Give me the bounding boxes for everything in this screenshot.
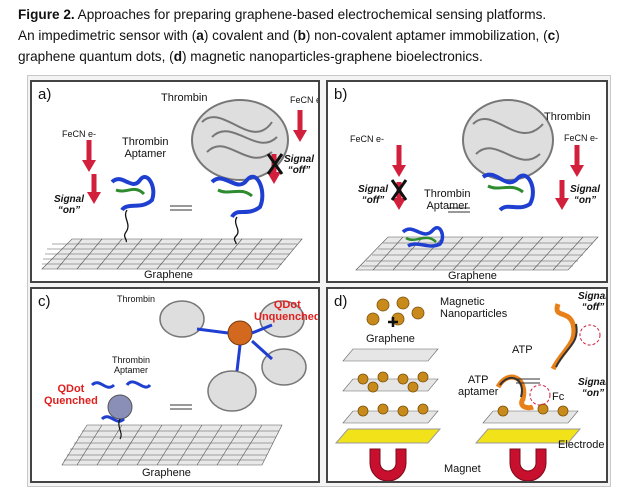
panel-label: a) (38, 86, 52, 103)
caption-line2: An impedimetric sensor with (a) covalent… (18, 28, 560, 43)
red-arrows (82, 110, 307, 204)
magnet-right (509, 448, 547, 481)
magnet-label: Magnet (444, 463, 481, 475)
thrombin-label: Thrombin (117, 294, 156, 304)
thrombin-label: Thrombin (161, 92, 208, 104)
panel-d-illustration (334, 296, 601, 481)
panel-label: d) (334, 293, 348, 310)
fecn-label: FeCN e- (290, 95, 318, 105)
graphene-label: Graphene (448, 270, 497, 282)
panel-c-illustration (61, 300, 307, 466)
panel-a: a) Thrombin FeCN e- FeCN e- ThrombinApta… (30, 80, 320, 283)
signal-on-label: Signal“on” (578, 377, 608, 399)
thrombin-label: Thrombin (544, 111, 591, 123)
caption-title: Figure 2. (18, 7, 75, 22)
graphene-sheet (41, 238, 303, 270)
graphene-label: Graphene (366, 333, 415, 345)
panel-label: b) (334, 86, 348, 103)
panel-a-illustration (41, 99, 307, 270)
signal-on-label: Signal“on” (570, 184, 601, 206)
quantum-dot-quenched (107, 394, 133, 420)
figure-caption: Figure 2. Approaches for preparing graph… (18, 4, 624, 67)
caption-line1: Approaches for preparing graphene-based … (74, 7, 547, 22)
signal-off-label: Signal“off” (578, 291, 608, 313)
fecn-label: FeCN e- (350, 134, 385, 144)
figure-area: a) Thrombin FeCN e- FeCN e- ThrombinApta… (27, 75, 611, 487)
magnet-left (369, 448, 407, 481)
panel-label: c) (38, 293, 51, 310)
electrode-plate (474, 428, 582, 444)
quantum-dot-unquenched (227, 320, 253, 346)
panel-b-illustration (355, 99, 599, 271)
thrombin-protein (191, 99, 289, 181)
fc-label: Fc (552, 391, 565, 403)
electrode-plate (334, 428, 442, 444)
graphene-label: Graphene (142, 467, 191, 479)
signal-on-label: Signal“on” (54, 194, 85, 216)
fecn-label: FeCN e- (564, 133, 599, 143)
caption-line3: graphene quantum dots, (d) magnetic nano… (18, 49, 483, 64)
atp-label: ATP (512, 344, 533, 356)
electrode-label: Electrode (558, 439, 605, 451)
signal-off-label: Signal“off” (284, 154, 315, 176)
signal-off-label: Signal“off” (358, 184, 389, 206)
fecn-label: FeCN e- (62, 129, 97, 139)
graphene-label: Graphene (144, 269, 193, 281)
